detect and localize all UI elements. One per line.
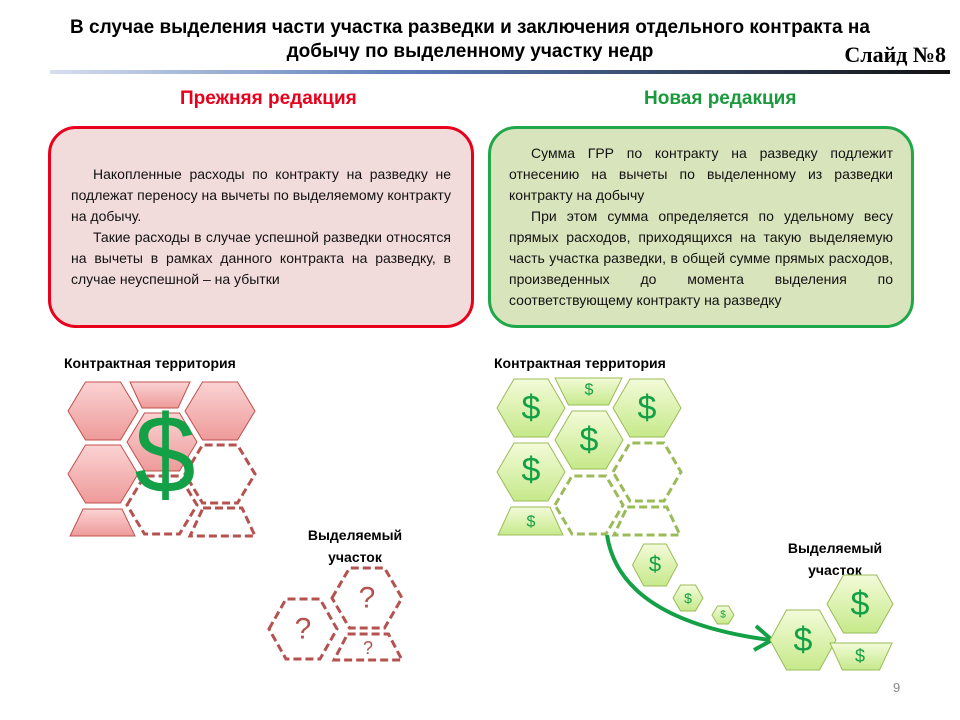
allocated-label-left: Выделяемый участок	[307, 527, 403, 565]
trapezoid	[554, 377, 623, 406]
question-mark-icon: ?	[295, 613, 312, 646]
hexagon	[496, 378, 566, 438]
transfer-arrow	[605, 534, 771, 642]
dollar-icon: $	[585, 382, 594, 399]
trapezoid	[69, 508, 136, 537]
dashed-hexagon	[553, 474, 625, 536]
dashed-hexagon	[267, 597, 339, 661]
slide-title: В случае выделения части участка разведк…	[70, 17, 870, 62]
new-paragraph: При этом сумма определяется по удельному…	[509, 208, 893, 308]
dashed-trapezoid	[611, 505, 683, 537]
dollar-icon: $	[720, 610, 726, 621]
allocated-label-right: Выделяемый участок	[787, 540, 883, 578]
dashed-hexagon	[330, 566, 404, 630]
hexagon	[184, 381, 256, 441]
small-hexagon	[672, 584, 704, 612]
page-number: 9	[893, 680, 901, 695]
dollar-icon: $	[522, 389, 541, 427]
dashed-trapezoid	[331, 632, 405, 662]
old-paragraph: Такие расходы в случае успешной разведки…	[71, 229, 451, 287]
trapezoid	[497, 506, 564, 536]
big-dollar-icon: $	[134, 394, 195, 517]
question-mark-icon: ?	[363, 638, 373, 658]
dashed-trapezoid	[187, 506, 258, 538]
dollar-icon: $	[851, 585, 870, 623]
hexagon	[126, 412, 198, 472]
dollar-icon: $	[638, 389, 657, 427]
territory-label-right: Контрактная территория	[494, 355, 666, 371]
territory-label-left: Контрактная территория	[64, 355, 236, 371]
dollar-icon: $	[527, 514, 536, 531]
trapezoid	[829, 642, 893, 671]
old-text-box: Накопленные расходы по контракту на разв…	[48, 126, 474, 328]
hexagon	[769, 609, 837, 671]
dollar-icon: $	[855, 646, 865, 666]
new-text-box: Сумма ГРР по контракту на разведку подле…	[488, 126, 914, 328]
dollar-icon: $	[684, 590, 692, 606]
old-paragraph: Накопленные расходы по контракту на разв…	[71, 166, 451, 224]
question-mark-icon: ?	[359, 582, 376, 615]
dollar-icon: $	[580, 421, 599, 459]
dollar-icon: $	[794, 621, 813, 659]
dollar-icon: $	[522, 451, 541, 489]
hexagon	[496, 442, 566, 502]
dashed-hexagon	[611, 441, 683, 503]
dollar-icon: $	[649, 552, 661, 577]
old-heading: Прежняя редакция	[180, 88, 357, 109]
hexagon	[67, 444, 139, 504]
new-paragraph: Сумма ГРР по контракту на разведку подле…	[509, 145, 893, 203]
slide-number: Слайд №8	[844, 42, 946, 67]
new-heading: Новая редакция	[644, 88, 797, 109]
hexagon	[67, 381, 139, 441]
trapezoid	[129, 381, 191, 409]
dashed-hexagon	[125, 474, 199, 536]
hexagon	[826, 574, 894, 634]
dashed-hexagon	[183, 443, 257, 505]
title-divider	[50, 70, 950, 74]
hexagon	[612, 378, 682, 438]
small-hexagon	[711, 605, 735, 625]
small-hexagon	[631, 543, 679, 587]
hexagon	[554, 410, 624, 470]
